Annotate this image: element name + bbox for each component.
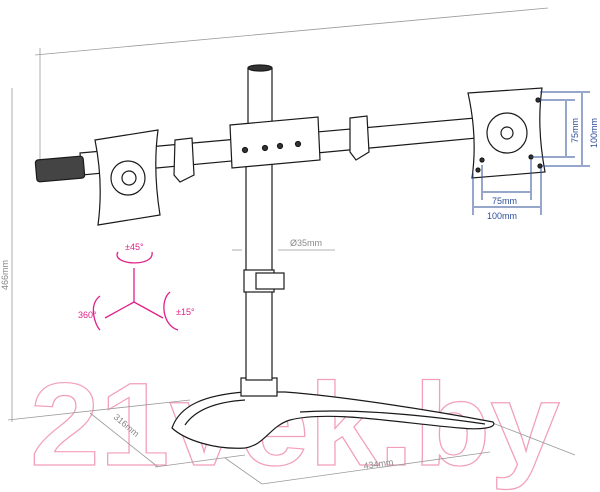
- base: [171, 377, 495, 449]
- rotation-symbol: [92, 251, 179, 331]
- vesa-100-vertical: 100mm: [589, 118, 599, 148]
- vesa-100-horizontal: 100mm: [487, 211, 517, 221]
- vesa-75-vertical: 75mm: [570, 118, 580, 143]
- height-label: 466mm: [0, 260, 10, 290]
- pole-diameter-label: Ø35mm: [290, 238, 322, 248]
- right-vesa-plate: [467, 87, 546, 179]
- tilt-label: ±45°: [125, 242, 144, 252]
- vesa-dimension-lines: [472, 91, 590, 215]
- pole: [243, 64, 285, 381]
- dimension-lines: [7, 7, 576, 485]
- crossbar: [34, 115, 478, 183]
- rotate-label: 360°: [78, 310, 97, 320]
- vesa-75-horizontal: 75mm: [492, 196, 517, 206]
- width-label: 434mm: [363, 457, 394, 471]
- swivel-label: ±15°: [176, 307, 195, 317]
- left-vesa-plate: [94, 129, 161, 226]
